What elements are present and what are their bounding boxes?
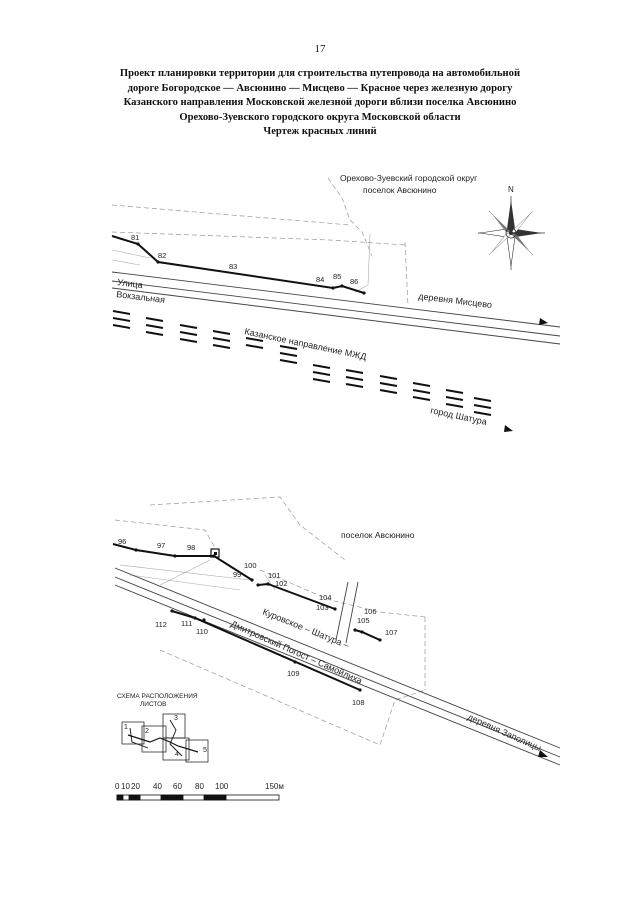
point-85: 85 bbox=[333, 272, 341, 281]
point-105: 105 bbox=[357, 616, 370, 625]
arrow-right-icon bbox=[539, 318, 548, 325]
title-line-4: Орехово-Зуевского городского округа Моск… bbox=[179, 111, 461, 123]
scale-tick-0: 0 bbox=[115, 782, 120, 791]
point-112: 112 bbox=[155, 620, 167, 629]
building-icon bbox=[210, 548, 220, 558]
point-98: 98 bbox=[187, 543, 195, 552]
title-line-3: Казанского направления Московской железн… bbox=[123, 97, 517, 109]
point-108: 108 bbox=[352, 698, 365, 707]
village-label-zapolitsy: деревня Заполицы bbox=[466, 712, 543, 753]
point-107: 107 bbox=[385, 628, 398, 637]
point-104: 104 bbox=[319, 593, 332, 602]
street-label-1: Улица bbox=[117, 277, 144, 290]
page-number: 17 bbox=[314, 43, 326, 55]
point-102: 102 bbox=[275, 579, 288, 588]
point-97: 97 bbox=[157, 541, 165, 550]
scale-tick-80: 80 bbox=[195, 782, 204, 791]
sheet-layout-scheme: СХЕМА РАСПОЛОЖЕНИЯ ЛИСТОВ 1 2 3 4 5 bbox=[117, 693, 209, 763]
point-110: 110 bbox=[196, 627, 208, 636]
scale-tick-40: 40 bbox=[153, 782, 162, 791]
town-label-shatura: город Шатура bbox=[430, 405, 488, 427]
scale-tick-150: 150м bbox=[265, 782, 284, 791]
point-101: 101 bbox=[268, 571, 281, 580]
street-label-2: Вокзальная bbox=[116, 289, 166, 305]
title-line-1: Проект планировки территории для строите… bbox=[119, 68, 521, 79]
sheet-1: 1 bbox=[124, 724, 128, 731]
point-100: 100 bbox=[244, 561, 257, 570]
page-title: Проект планировки территории для строите… bbox=[60, 67, 580, 140]
settlement-label-bottom: поселок Авсюнино bbox=[341, 530, 415, 540]
point-86: 86 bbox=[350, 277, 358, 286]
settlement-label: поселок Авсюнино bbox=[363, 185, 437, 195]
point-106: 106 bbox=[364, 607, 377, 616]
point-96: 96 bbox=[118, 537, 126, 546]
arrow-right-icon bbox=[504, 425, 513, 432]
arrow-right-icon bbox=[538, 750, 548, 757]
sheet-3: 3 bbox=[174, 715, 178, 722]
north-label: N bbox=[508, 185, 514, 194]
railway-label: Казанское направление МЖД bbox=[244, 326, 368, 362]
point-99: 99 bbox=[233, 570, 241, 579]
point-109: 109 bbox=[287, 669, 300, 678]
scale-tick-20: 20 bbox=[131, 782, 140, 791]
top-map: 81 82 83 84 85 86 Орехово-Зуевский город… bbox=[111, 173, 561, 432]
bottom-map: поселок Авсюнино 96 97 98 99 100 101 102… bbox=[112, 496, 561, 766]
railway-track bbox=[112, 310, 492, 416]
compass-rose-icon: N bbox=[478, 185, 545, 270]
scale-tick-10: 10 bbox=[121, 782, 130, 791]
point-103: 103 bbox=[316, 603, 329, 612]
point-111: 111 bbox=[181, 619, 192, 628]
title-line-5: Чертеж красных линий bbox=[263, 126, 377, 138]
scale-tick-100: 100 bbox=[215, 782, 229, 791]
point-81: 81 bbox=[131, 233, 139, 242]
point-84: 84 bbox=[316, 275, 324, 284]
sheet-5: 5 bbox=[203, 747, 207, 754]
sheet-4: 4 bbox=[175, 751, 179, 758]
point-83: 83 bbox=[229, 262, 237, 271]
scale-bar: 0 10 20 40 60 80 100 150м bbox=[115, 782, 284, 801]
scheme-title-1: СХЕМА РАСПОЛОЖЕНИЯ bbox=[117, 693, 198, 700]
scheme-title-2: ЛИСТОВ bbox=[140, 701, 167, 708]
title-line-2: дороге Богородское — Авсюнино — Мисцево … bbox=[127, 82, 513, 94]
sheet-2: 2 bbox=[145, 728, 149, 735]
road-label-mistsevo: деревня Мисцево bbox=[418, 291, 493, 310]
region-label: Орехово-Зуевский городской округ bbox=[340, 173, 477, 183]
scale-tick-60: 60 bbox=[173, 782, 182, 791]
point-82: 82 bbox=[158, 251, 166, 260]
